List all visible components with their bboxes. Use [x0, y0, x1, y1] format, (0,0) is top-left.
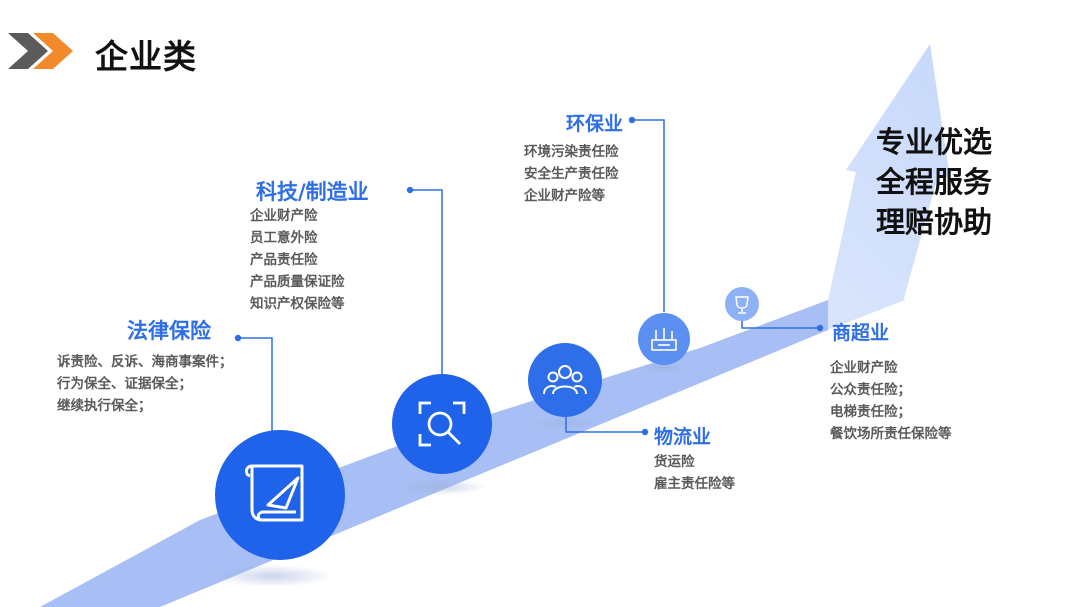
- list-item: 行为保全、证据保全；: [57, 376, 192, 392]
- slogan: 专业优选 全程服务 理赔协助: [876, 122, 992, 242]
- sector-list-retail: 企业财产险 公众责任险； 电梯责任险； 餐饮场所责任保险等: [830, 357, 952, 445]
- node-legal: [215, 430, 345, 560]
- sector-title-retail: 商超业: [832, 322, 890, 344]
- list-item: 企业财产险: [830, 360, 898, 376]
- sector-title-tech: 科技/制造业: [256, 180, 369, 204]
- list-item: 安全生产责任险: [524, 166, 619, 182]
- list-item: 货运险: [654, 454, 695, 470]
- list-item: 电梯责任险；: [830, 404, 911, 420]
- people-group-icon: [543, 365, 587, 395]
- list-item: 产品责任险: [250, 252, 318, 268]
- factory-icon: [651, 328, 677, 351]
- sector-title-legal: 法律保险: [127, 319, 211, 343]
- sector-list-logistics: 货运险 雇主责任险等: [654, 451, 735, 495]
- node-logistics: [528, 343, 602, 417]
- list-item: 企业财产险: [250, 208, 318, 224]
- list-item: 餐饮场所责任保险等: [830, 426, 952, 442]
- sector-list-tech: 企业财产险 员工意外险 产品责任险 产品质量保证险 知识产权保险等: [250, 205, 345, 315]
- node-environment: [638, 313, 690, 365]
- double-chevron-icon: [8, 33, 73, 69]
- scan-search-icon: [418, 401, 466, 447]
- node-retail: [725, 287, 759, 321]
- sector-list-environment: 环境污染责任险 安全生产责任险 企业财产险等: [524, 141, 619, 207]
- list-item: 环境污染责任险: [524, 144, 619, 160]
- slogan-line: 理赔协助: [876, 205, 993, 239]
- trophy-icon: [735, 296, 749, 314]
- list-item: 继续执行保全；: [57, 398, 152, 414]
- sector-title-logistics: 物流业: [654, 426, 712, 448]
- slogan-line: 专业优选: [876, 125, 993, 159]
- list-item: 员工意外险: [250, 230, 318, 246]
- list-item: 产品质量保证险: [250, 274, 345, 290]
- node-tech: [392, 374, 492, 474]
- slogan-line: 全程服务: [876, 165, 993, 199]
- list-item: 公众责任险；: [830, 382, 911, 398]
- scroll-quill-icon: [244, 464, 304, 522]
- list-item: 知识产权保险等: [250, 296, 345, 312]
- page-title: 企业类: [95, 37, 197, 76]
- sector-list-legal: 诉责险、反诉、海商事案件； 行为保全、证据保全； 继续执行保全；: [57, 351, 233, 417]
- list-item: 雇主责任险等: [654, 476, 735, 492]
- list-item: 企业财产险等: [524, 188, 605, 204]
- sector-title-environment: 环保业: [566, 113, 624, 135]
- list-item: 诉责险、反诉、海商事案件；: [57, 354, 233, 370]
